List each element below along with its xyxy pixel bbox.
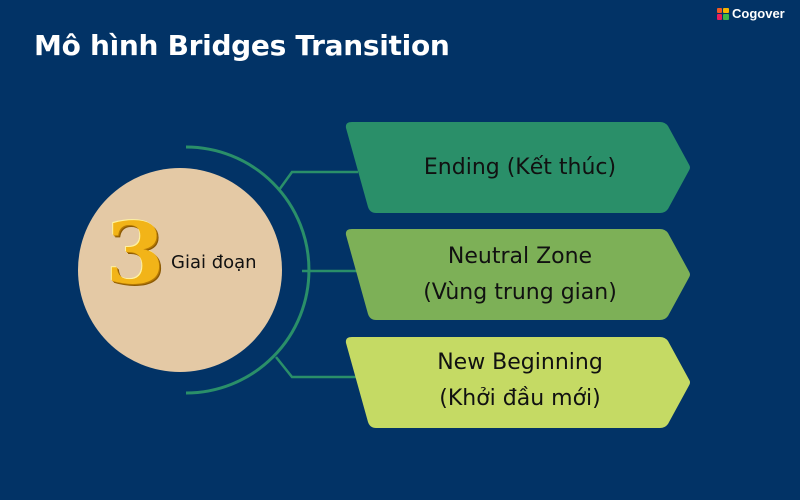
cogover-logo-icon: [717, 7, 729, 20]
stage-line1: New Beginning: [437, 350, 603, 375]
stage-label-ending: Ending (Kết thúc): [370, 150, 670, 186]
brand-name: Cogover: [732, 6, 785, 21]
stage-box-neutral: [345, 229, 690, 320]
stage-line1: Neutral Zone: [447, 244, 593, 269]
stage-box-ending: [345, 122, 690, 213]
connector-beginning: [275, 356, 358, 379]
stage-line2: (Vùng trung gian): [423, 280, 617, 305]
center-label: Giai đoạn: [171, 252, 257, 273]
number-three: 3: [106, 204, 165, 303]
stage-label-beginning: New Beginning (Khởi đầu mới): [370, 345, 670, 417]
connector-ending: [277, 170, 358, 191]
stage-box-beginning: [345, 337, 690, 428]
page-title: Mô hình Bridges Transition: [34, 29, 450, 62]
brand-logo: Cogover: [717, 6, 785, 21]
center-circle: [78, 168, 282, 372]
stage-line1: Ending (Kết thúc): [423, 155, 617, 180]
stage-line2: (Khởi đầu mới): [439, 386, 601, 411]
stage-label-neutral: Neutral Zone (Vùng trung gian): [370, 239, 670, 311]
